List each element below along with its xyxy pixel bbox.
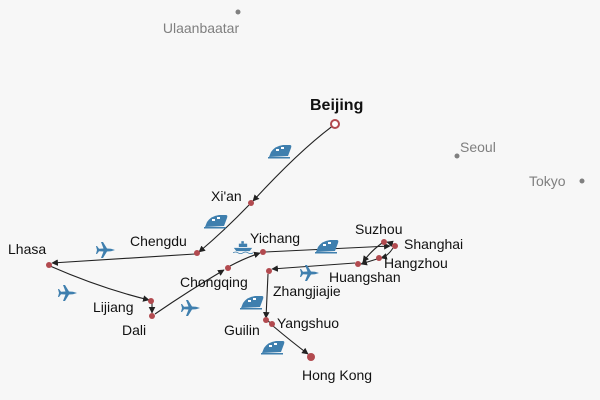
route-chongqing-yichang <box>229 251 261 267</box>
city-label: Hong Kong <box>302 367 372 383</box>
route-suzhou-huangshan <box>362 242 383 263</box>
city-marker <box>355 261 361 267</box>
city-label: Dali <box>122 322 146 338</box>
city-marker <box>260 249 266 255</box>
reference-city-label: Ulaanbaatar <box>163 20 240 36</box>
city-marker <box>225 265 231 271</box>
reference-city-seoul: Seoul <box>454 139 496 159</box>
city-label: Yichang <box>250 230 300 246</box>
city-marker <box>381 239 387 245</box>
route-xian-chengdu <box>198 204 250 253</box>
route-shanghai-suzhou <box>386 240 394 248</box>
reference-city-label: Seoul <box>460 139 496 155</box>
city-marker <box>376 255 382 261</box>
city-marker <box>266 268 272 274</box>
tour-city-yichang: Yichang <box>250 230 300 255</box>
city-label: Chongqing <box>180 274 248 290</box>
city-marker <box>46 262 52 268</box>
city-label: Xi'an <box>211 188 242 204</box>
tour-city-hangzhou: Hangzhou <box>376 255 448 271</box>
start-city-marker <box>330 119 340 129</box>
city-label: Lijiang <box>93 299 133 315</box>
city-label: Lhasa <box>8 241 46 257</box>
tour-city-yangshuo: Yangshuo <box>269 315 339 331</box>
tour-city-guilin: Guilin <box>224 317 269 338</box>
route-huangshan-zhangjiajie <box>271 262 356 272</box>
city-marker <box>194 250 200 256</box>
reference-city-tokyo: Tokyo <box>529 173 585 189</box>
tour-city-shanghai: Shanghai <box>392 236 463 252</box>
city-marker <box>149 313 155 319</box>
city-label: Yangshuo <box>277 315 339 331</box>
route-lhasa-lijiang <box>49 265 150 302</box>
tour-city-hongkong: Hong Kong <box>302 353 372 383</box>
city-marker <box>269 321 275 327</box>
tour-city-suzhou: Suzhou <box>355 221 402 245</box>
city-label: Hangzhou <box>384 255 448 271</box>
reference-city-ulaanbaatar: Ulaanbaatar <box>163 9 241 36</box>
city-marker <box>307 353 315 361</box>
tour-city-chengdu: Chengdu <box>130 233 200 256</box>
city-marker <box>248 200 254 206</box>
city-label: Zhangjiajie <box>273 283 341 299</box>
city-marker <box>263 317 269 323</box>
start-city-beijing: Beijing <box>310 97 363 129</box>
city-marker <box>148 298 154 304</box>
city-label: Guilin <box>224 322 260 338</box>
city-label: Suzhou <box>355 221 402 237</box>
start-city-label: Beijing <box>310 97 363 114</box>
route-chengdu-lhasa <box>51 253 196 266</box>
route-yangshuo-hongkong <box>272 325 309 355</box>
route-zhangjiajie-guilin <box>262 273 270 319</box>
reference-city-marker <box>579 178 585 184</box>
tour-city-zhangjiajie: Zhangjiajie <box>266 268 341 299</box>
route-beijing-xian <box>252 124 335 202</box>
tour-city-xian: Xi'an <box>211 188 254 206</box>
tour-city-lhasa: Lhasa <box>8 241 52 268</box>
tour-city-lijiang: Lijiang <box>93 298 154 315</box>
reference-city-label: Tokyo <box>529 173 566 189</box>
reference-city-marker <box>454 153 460 159</box>
city-label: Shanghai <box>404 236 463 252</box>
route-shanghai-hangzhou <box>380 247 394 260</box>
city-label: Huangshan <box>329 269 401 285</box>
city-label: Chengdu <box>130 233 187 249</box>
tour-city-dali: Dali <box>122 313 155 338</box>
tour-city-huangshan: Huangshan <box>329 261 401 285</box>
city-marker <box>392 243 398 249</box>
reference-city-marker <box>235 9 241 15</box>
route-dali-chongqing <box>154 269 225 315</box>
tour-city-chongqing: Chongqing <box>180 265 248 290</box>
